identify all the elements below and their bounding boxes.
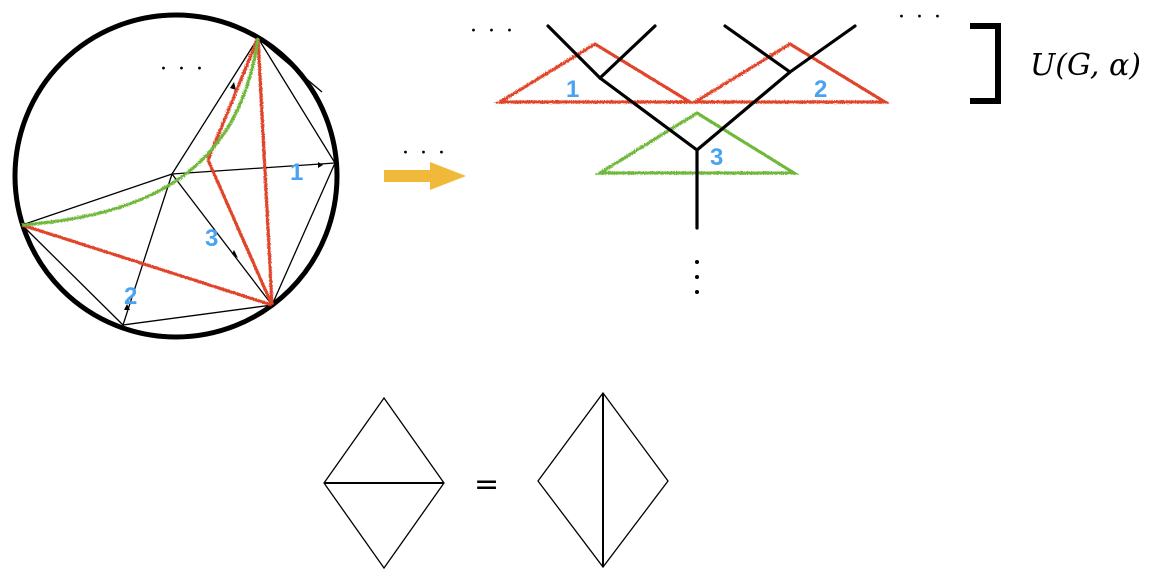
tree-label-1: 1: [566, 76, 579, 103]
tree-edges: [546, 24, 857, 230]
disk-figure: · · · 1 3 2: [12, 12, 340, 340]
flip-relation: [323, 391, 669, 570]
region-label-1: 1: [290, 159, 303, 186]
tree-label-3: 3: [710, 144, 723, 171]
edge-arrow-marks: [124, 82, 323, 310]
boundary-circle: [12, 12, 340, 340]
triangulation-edges: [21, 37, 336, 326]
red-triangles: [494, 42, 891, 104]
bracket: [970, 23, 1001, 104]
tree-label-2: 2: [814, 76, 827, 103]
formula-label: U(G, α): [1030, 48, 1141, 83]
region-label-3: 3: [205, 225, 218, 252]
disk-ellipsis: · · ·: [160, 57, 205, 82]
tree-figure: 1 2 3 · · · · · · U(G, α): [470, 5, 1141, 294]
tree-ellipsis-left: · · ·: [470, 19, 515, 44]
diamond-horizontal: [323, 396, 445, 570]
tree-ellipsis-right: · · ·: [898, 5, 943, 30]
red-curves: [21, 37, 274, 307]
transform-arrow: · · ·: [384, 141, 466, 190]
arrow-ellipsis: · · ·: [402, 141, 447, 166]
vertical-ellipsis: [695, 260, 699, 294]
green-curve: [21, 37, 260, 227]
equals-sign: =: [474, 467, 499, 502]
region-label-2: 2: [124, 283, 137, 310]
diamond-vertical: [537, 391, 669, 569]
